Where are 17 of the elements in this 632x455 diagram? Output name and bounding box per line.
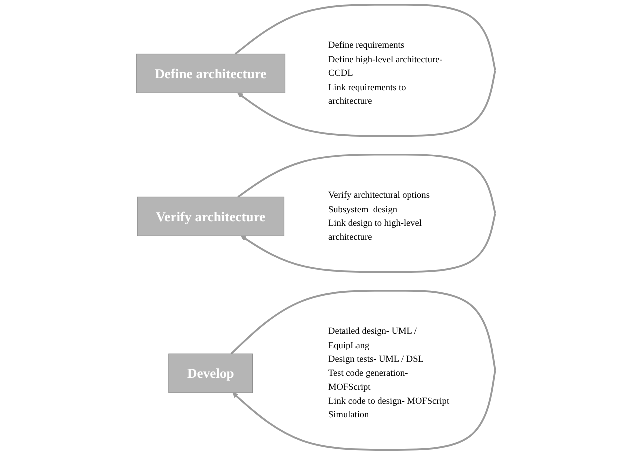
node-label: Test code generation- MOFScript xyxy=(328,368,408,392)
node-label: Simulation xyxy=(328,410,370,420)
node-label: Detailed design- UML / EquipLang xyxy=(328,326,417,351)
arrow xyxy=(230,290,496,451)
node-label: Design tests- UML / DSL xyxy=(328,354,424,364)
node-label: Define requirements xyxy=(328,40,404,51)
node-label: Link design to high-level architecture xyxy=(328,218,422,242)
node-label: Link code to design- MOFScript xyxy=(328,396,450,406)
node-label: Link requirements to architecture xyxy=(328,82,406,106)
node-box xyxy=(137,196,285,236)
node-box xyxy=(136,54,286,94)
node-label: Verify architectural options xyxy=(328,190,430,201)
arrow xyxy=(238,154,496,274)
node-label: Subsystem design xyxy=(328,204,398,215)
arrow xyxy=(234,4,496,138)
node-label: Define high-level architecture- CCDL xyxy=(328,54,443,79)
node-box xyxy=(168,354,254,394)
